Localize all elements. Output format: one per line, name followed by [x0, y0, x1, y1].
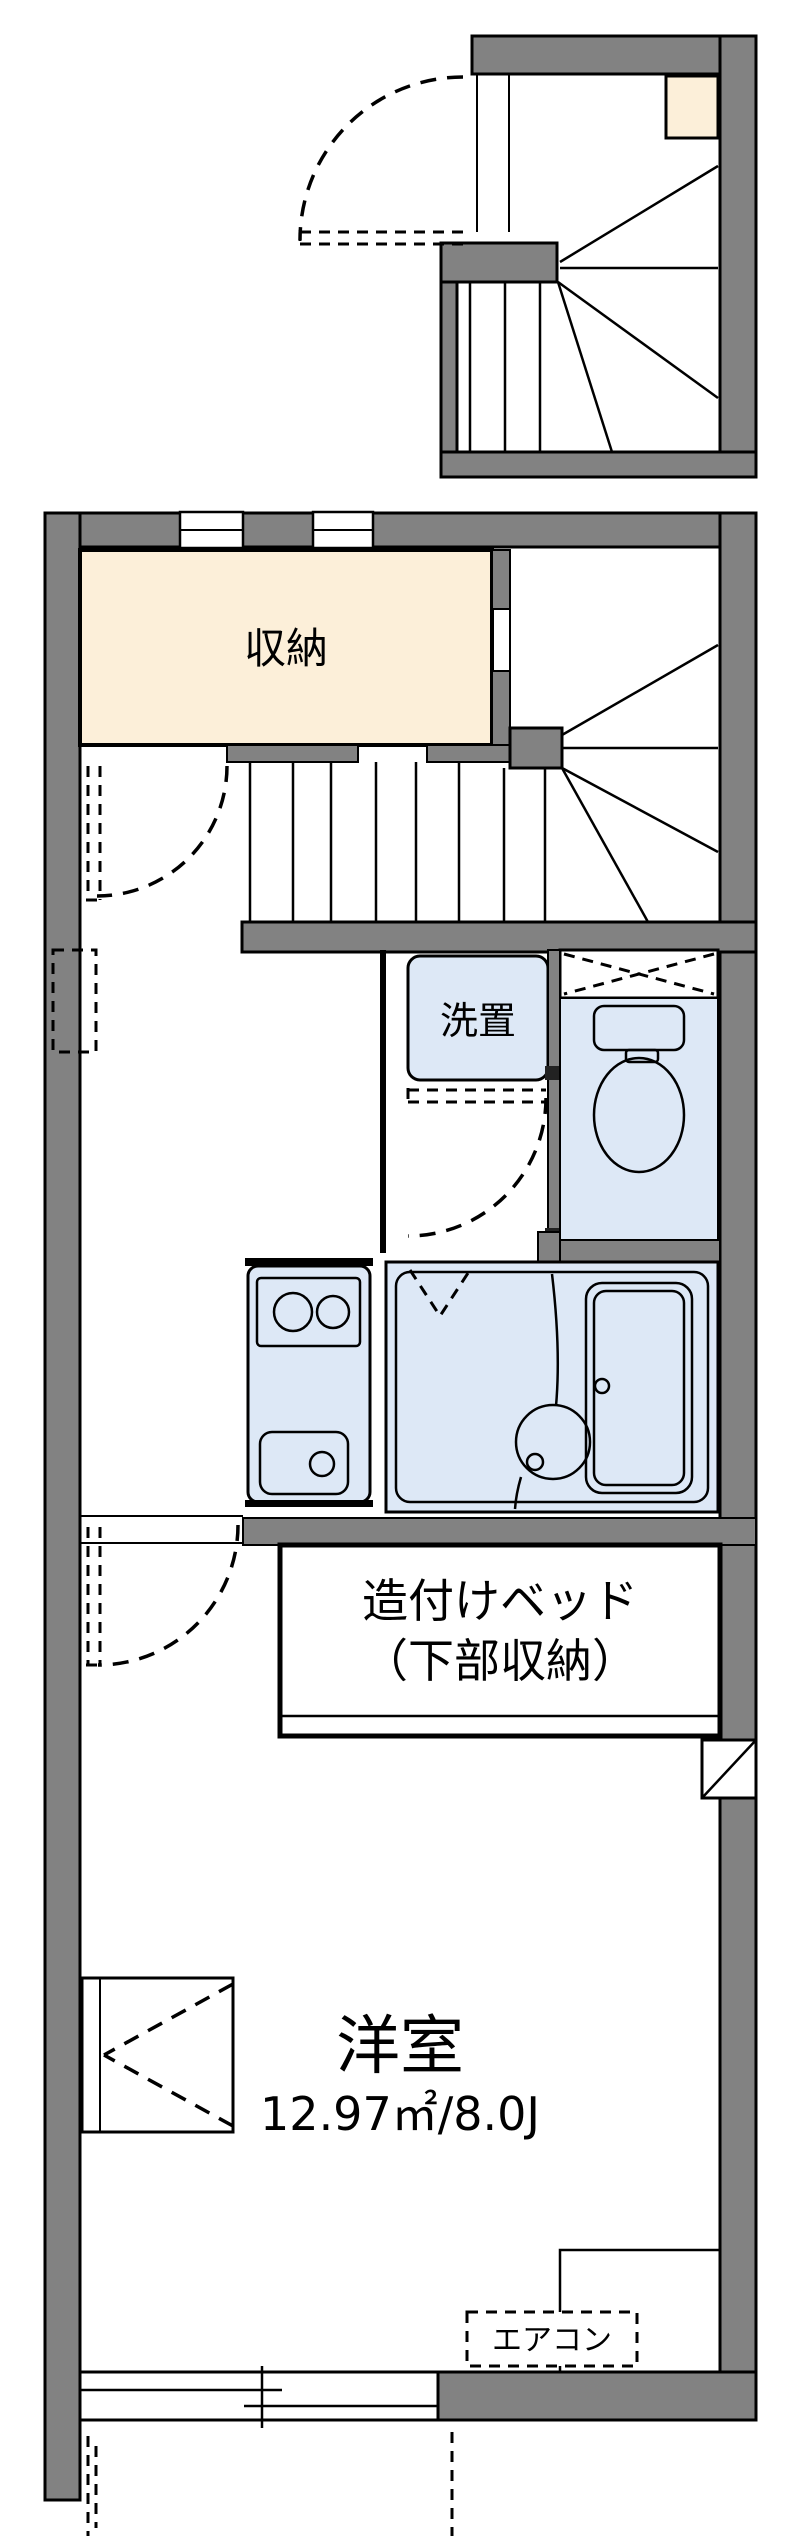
toilet-left-wall: [547, 949, 561, 1254]
toilet-room-area: [559, 997, 719, 1241]
main-top-wall: [43, 511, 758, 549]
toilet-door-jamb-top: [545, 1066, 563, 1080]
upper-bottom-wall: [439, 450, 758, 479]
toilet-bowl: [592, 1056, 686, 1174]
main-right-wall: [718, 511, 758, 2422]
bath-basin-drain: [525, 1452, 545, 1472]
upper-fan-line-1: [556, 281, 614, 453]
pipe-space-right: [700, 1738, 758, 1800]
stair-top-wall-a: [226, 744, 359, 763]
stove: [255, 1276, 362, 1348]
kitchen-top-edge: [245, 1258, 373, 1266]
stove-burner-left: [272, 1291, 314, 1333]
top-window-1: [178, 510, 245, 550]
bath-divider-curve-top: [550, 1273, 560, 1407]
storage-right-wall-upper: [491, 549, 511, 610]
bathroom: [384, 1231, 720, 1514]
bed-top-wall: [242, 1517, 757, 1546]
upper-right-wall: [718, 34, 758, 479]
kitchen-sink: [258, 1430, 350, 1496]
bathroom-area: [384, 1260, 720, 1514]
toilet-room: [545, 948, 721, 1263]
bath-basin: [514, 1403, 592, 1481]
stairwell-fan-2: [560, 767, 650, 923]
upper-stair-pillar: [439, 241, 559, 284]
storage-right-wall-lower: [491, 670, 511, 746]
laundry-label: 洗置: [440, 999, 516, 1043]
room-door-swing-arc: [97, 1524, 240, 1667]
stairwell-diagonal: [561, 643, 719, 737]
upper-fan-line-2: [557, 280, 719, 400]
bed-label-line1: 造付けベッド: [362, 1574, 638, 1628]
bathroom-inner-border: [394, 1270, 710, 1504]
bath-wall-nub: [537, 1231, 561, 1263]
western-room-size: 12.97㎡/8.0J: [260, 2087, 540, 2141]
bed-box: [277, 1542, 723, 1739]
storage-room-area: [78, 548, 494, 747]
toilet-seat-hinge: [624, 1048, 660, 1064]
air-conditioner-label: エアコン: [492, 2323, 612, 2358]
main-left-wall: [43, 511, 82, 2502]
main-bottom-wall: [436, 2370, 758, 2422]
toilet-shelf-box: [558, 948, 720, 1000]
stove-burner-right: [315, 1294, 351, 1330]
stair-fan-pillar: [508, 726, 564, 770]
stairwell-fan-1: [561, 766, 719, 854]
built-in-bed: 造付けベッド （下部収納）: [80, 1515, 758, 1800]
kitchen-bottom-edge: [245, 1500, 373, 1507]
upper-corner-block: [664, 74, 720, 140]
air-conditioner: エアコン: [465, 2310, 639, 2368]
laundry-area: 洗置: [380, 950, 550, 1253]
bathtub-outer: [584, 1281, 694, 1495]
upper-top-wall: [470, 34, 758, 76]
stair-top-wall-b: [426, 744, 511, 763]
main-unit-walls: [43, 510, 758, 2536]
main-staircase: [226, 643, 758, 954]
pipe-space-dashed-box: [51, 948, 98, 1054]
storage-label: 収納: [244, 624, 328, 673]
bath-divider-curve-bottom: [513, 1476, 523, 1510]
toilet-bottom-wall: [559, 1239, 721, 1263]
western-room-label: 洋室: [336, 2010, 464, 2084]
stair-bottom-wall: [240, 920, 758, 954]
sink-drain: [308, 1450, 336, 1478]
bed-label-line2: （下部収納）: [362, 1634, 638, 1688]
storage-door-swing-arc: [96, 765, 229, 898]
upper-stair-line-diagonal: [559, 164, 719, 264]
western-room: 洋室 12.97㎡/8.0J エアコン: [80, 1976, 720, 2372]
laundry-left-wall: [380, 950, 386, 1253]
bottom-sliding-window: [78, 2366, 440, 2428]
bathtub-drain: [593, 1377, 611, 1395]
washroom-door-swing-arc: [407, 1097, 548, 1238]
top-window-2: [311, 510, 375, 550]
upper-stairwell-section: [298, 34, 758, 479]
side-window: [80, 1976, 235, 2134]
storage-room: 収納: [78, 548, 511, 902]
entrance-door-swing-arc: [298, 75, 464, 241]
kitchen: [245, 1258, 373, 1507]
